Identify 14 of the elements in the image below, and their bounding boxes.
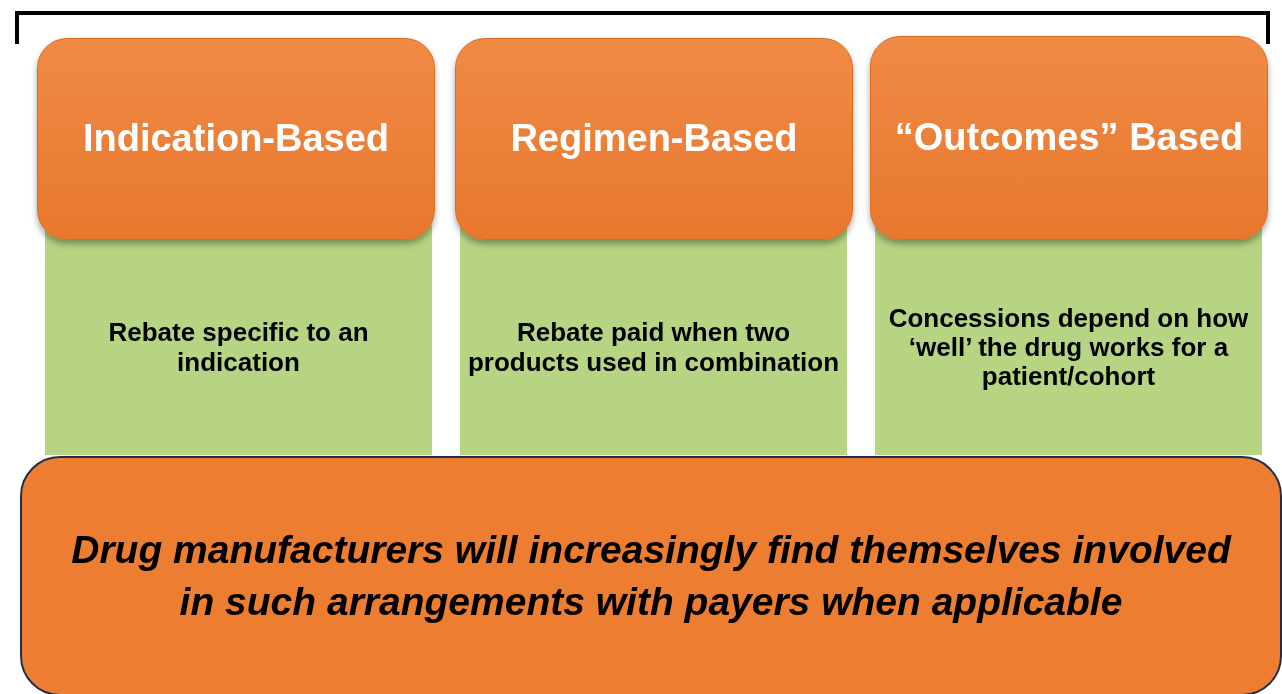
description-panel [460, 225, 847, 455]
description-panel [875, 225, 1262, 455]
header-text: Regimen-Based [510, 116, 798, 162]
conclusion-banner [20, 456, 1282, 694]
category-header [455, 38, 853, 240]
category-header [37, 38, 435, 240]
header-text: Indication-Based [82, 116, 390, 162]
category-header [870, 36, 1268, 240]
description-text: Rebate paid when two products used in combination [466, 318, 841, 377]
description-text: Concessions depend on how ‘well’ the drug works for a patient/cohort [887, 303, 1250, 392]
header-text: “Outcomes” Based [894, 115, 1244, 161]
description-text: Drug manufacturers will increasingly find themselves involved in such arrangements with payers when applicable [70, 527, 1233, 625]
description-panel [45, 225, 432, 455]
description-text: Rebate specific to an indication [107, 318, 370, 377]
